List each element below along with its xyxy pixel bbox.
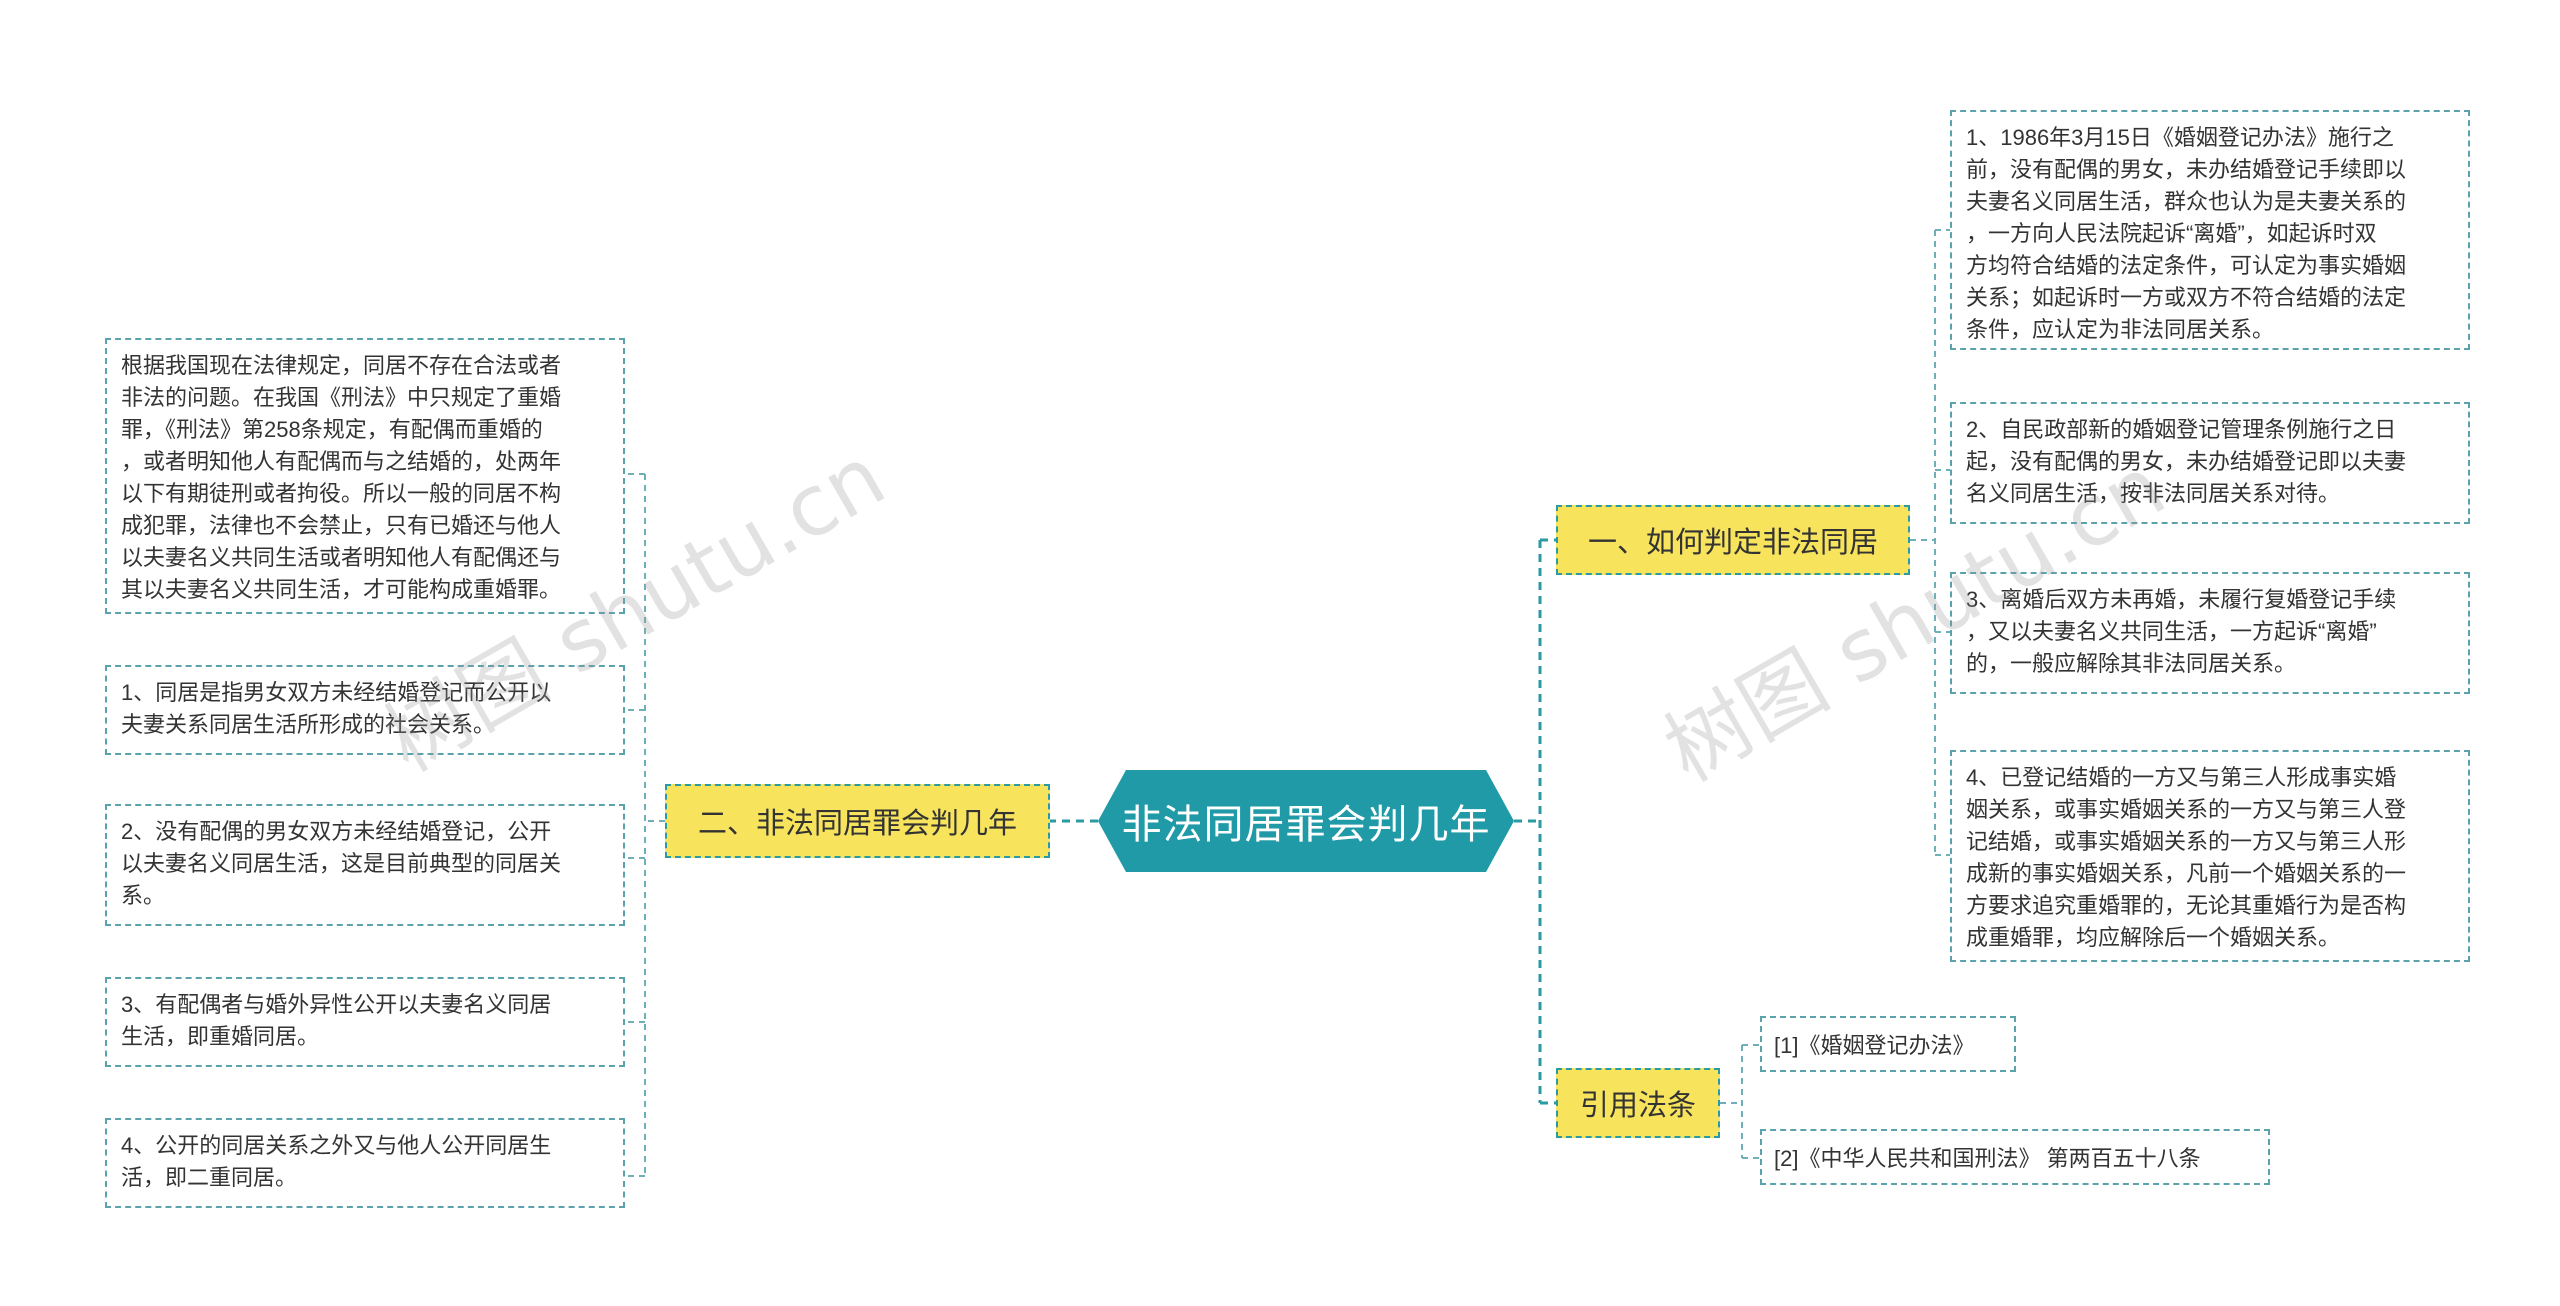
leaf-line: 1、1986年3月15日《婚姻登记办法》施行之 xyxy=(1966,125,2394,150)
leaf-right-3[interactable]: 3、离婚后双方未再婚，未履行复婚登记手续 ，又以夫妻名义共同生活，一方起诉“离婚… xyxy=(1950,572,2470,694)
leaf-line: 前，没有配偶的男女，未办结婚登记手续即以 xyxy=(1966,157,2407,182)
leaf-line: 系。 xyxy=(121,883,166,908)
leaf-line: 姻关系，或事实婚姻关系的一方又与第三人登 xyxy=(1966,797,2407,822)
leaf-right-4[interactable]: 4、已登记结婚的一方又与第三人形成事实婚 姻关系，或事实婚姻关系的一方又与第三人… xyxy=(1950,750,2470,962)
branch-how-to-determine[interactable]: 一、如何判定非法同居 xyxy=(1556,505,1910,575)
branch-cited-laws[interactable]: 引用法条 xyxy=(1556,1068,1720,1138)
leaf-line: 3、离婚后双方未再婚，未履行复婚登记手续 xyxy=(1966,587,2397,612)
leaf-line: 以夫妻名义同居生活，这是目前典型的同居关 xyxy=(121,851,562,876)
leaf-line: 方均符合结婚的法定条件，可认定为事实婚姻 xyxy=(1966,253,2407,278)
leaf-line: 根据我国现在法律规定，同居不存在合法或者 xyxy=(121,353,562,378)
leaf-line: 2、自民政部新的婚姻登记管理条例施行之日 xyxy=(1966,417,2397,442)
leaf-line: 记结婚，或事实婚姻关系的一方又与第三人形 xyxy=(1966,829,2407,854)
branch-label: 二、非法同居罪会判几年 xyxy=(697,808,1017,840)
leaf-line: 4、已登记结婚的一方又与第三人形成事实婚 xyxy=(1966,765,2397,790)
leaf-line: 活，即二重同居。 xyxy=(121,1165,298,1190)
ref-item-2[interactable]: [2]《中华人民共和国刑法》 第两百五十八条 xyxy=(1760,1129,2270,1185)
leaf-left-3[interactable]: 3、有配偶者与婚外异性公开以夫妻名义同居 生活，即重婚同居。 xyxy=(105,977,625,1067)
leaf-line: 成新的事实婚姻关系，凡前一个婚姻关系的一 xyxy=(1966,861,2407,886)
branch-label: 引用法条 xyxy=(1579,1090,1696,1122)
leaf-line: 以夫妻名义共同生活或者明知他人有配偶还与 xyxy=(121,545,562,570)
leaf-left-4[interactable]: 4、公开的同居关系之外又与他人公开同居生 活，即二重同居。 xyxy=(105,1118,625,1208)
leaf-line: 以下有期徒刑或者拘役。所以一般的同居不构 xyxy=(121,481,562,506)
leaf-line: 夫妻关系同居生活所形成的社会关系。 xyxy=(121,712,496,737)
leaf-line: 其以夫妻名义共同生活，才可能构成重婚罪。 xyxy=(121,577,562,602)
leaf-right-1[interactable]: 1、1986年3月15日《婚姻登记办法》施行之 前，没有配偶的男女，未办结婚登记… xyxy=(1950,110,2470,350)
leaf-left-1[interactable]: 1、同居是指男女双方未经结婚登记而公开以 夫妻关系同居生活所形成的社会关系。 xyxy=(105,665,625,755)
ref-label: [2]《中华人民共和国刑法》 第两百五十八条 xyxy=(1774,1146,2201,1171)
leaf-line: 非法的问题。在我国《刑法》中只规定了重婚 xyxy=(121,385,562,410)
leaf-line: 罪，《刑法》第258条规定，有配偶而重婚的 xyxy=(121,417,543,442)
leaf-line: ，一方向人民法院起诉“离婚”，如起诉时双 xyxy=(1966,221,2377,246)
leaf-left-2[interactable]: 2、没有配偶的男女双方未经结婚登记，公开 以夫妻名义同居生活，这是目前典型的同居… xyxy=(105,804,625,926)
leaf-line: 方要求追究重婚罪的，无论其重婚行为是否构 xyxy=(1966,893,2407,918)
leaf-line: 2、没有配偶的男女双方未经结婚登记，公开 xyxy=(121,819,552,844)
leaf-line: 4、公开的同居关系之外又与他人公开同居生 xyxy=(121,1133,552,1158)
leaf-line: 成犯罪，法律也不会禁止，只有已婚还与他人 xyxy=(121,513,562,538)
leaf-line: 1、同居是指男女双方未经结婚登记而公开以 xyxy=(121,680,552,705)
leaf-left-intro[interactable]: 根据我国现在法律规定，同居不存在合法或者 非法的问题。在我国《刑法》中只规定了重… xyxy=(105,338,625,614)
leaf-line: 3、有配偶者与婚外异性公开以夫妻名义同居 xyxy=(121,992,552,1017)
root-title: 非法同居罪会判几年 xyxy=(1121,803,1491,847)
leaf-line: 名义同居生活，按非法同居关系对待。 xyxy=(1966,481,2341,506)
leaf-line: ，或者明知他人有配偶而与之结婚的，处两年 xyxy=(121,449,562,474)
leaf-line: 起，没有配偶的男女，未办结婚登记即以夫妻 xyxy=(1966,449,2407,474)
root-topic[interactable]: 非法同居罪会判几年 xyxy=(1098,770,1514,872)
ref-item-1[interactable]: [1]《婚姻登记办法》 xyxy=(1760,1016,2016,1072)
branch-sentence-length[interactable]: 二、非法同居罪会判几年 xyxy=(665,784,1050,858)
ref-label: [1]《婚姻登记办法》 xyxy=(1774,1033,1975,1058)
leaf-right-2[interactable]: 2、自民政部新的婚姻登记管理条例施行之日 起，没有配偶的男女，未办结婚登记即以夫… xyxy=(1950,402,2470,524)
branch-label: 一、如何判定非法同居 xyxy=(1587,527,1878,559)
leaf-line: 夫妻名义同居生活，群众也认为是夫妻关系的 xyxy=(1966,189,2407,214)
leaf-line: 成重婚罪，均应解除后一个婚姻关系。 xyxy=(1966,925,2341,950)
leaf-line: 生活，即重婚同居。 xyxy=(121,1024,320,1049)
leaf-line: 条件，应认定为非法同居关系。 xyxy=(1966,317,2275,342)
leaf-line: 关系；如起诉时一方或双方不符合结婚的法定 xyxy=(1966,285,2407,310)
leaf-line: 的，一般应解除其非法同居关系。 xyxy=(1966,651,2297,676)
leaf-line: ，又以夫妻名义共同生活，一方起诉“离婚” xyxy=(1966,619,2377,644)
